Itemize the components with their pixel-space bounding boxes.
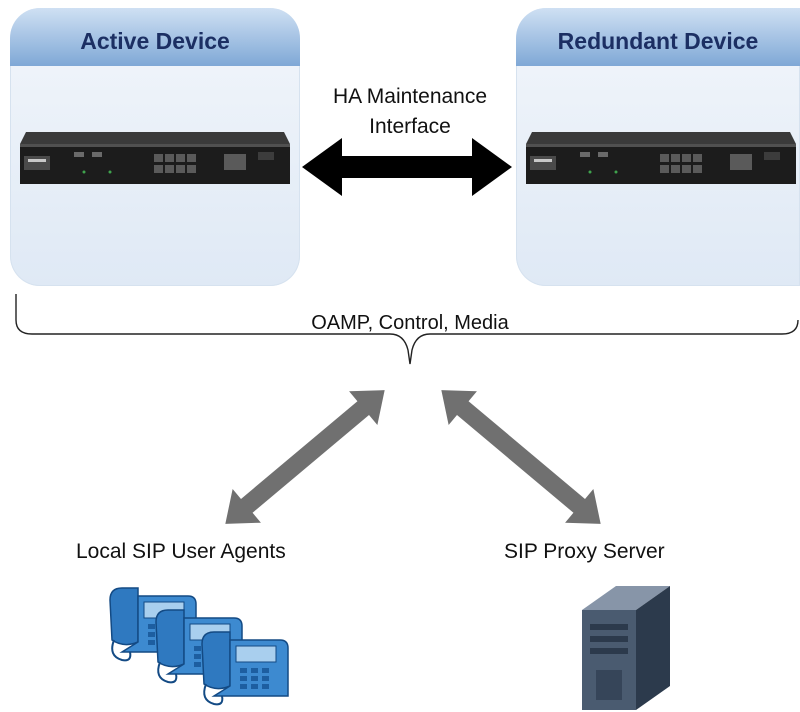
redundant-device-header: Redundant Device [516,8,800,66]
ha-double-arrow [302,138,512,196]
active-device-title: Active Device [80,28,230,54]
ha-interface-line2: Interface [369,115,451,138]
oamp-brace [15,294,799,365]
ip-phones-icon [109,587,289,706]
redundant-device-icon [526,132,796,184]
left-gray-arrow [225,390,385,524]
ha-interface-line1: HA Maintenance [332,85,488,108]
server-icon [582,586,670,710]
active-device-icon [20,132,290,184]
right-gray-arrow [441,390,601,524]
sip-proxy-server-label: SIP Proxy Server [504,540,665,563]
ha-interface-label: HA Maintenance Interface [300,82,520,142]
redundant-device-title: Redundant Device [557,28,759,54]
local-sip-user-agents-label: Local SIP User Agents [76,540,286,563]
oamp-label: OAMP, Control, Media [311,312,509,334]
redundant-device-panel: Redundant Device [516,8,800,286]
active-device-header: Active Device [10,8,300,66]
